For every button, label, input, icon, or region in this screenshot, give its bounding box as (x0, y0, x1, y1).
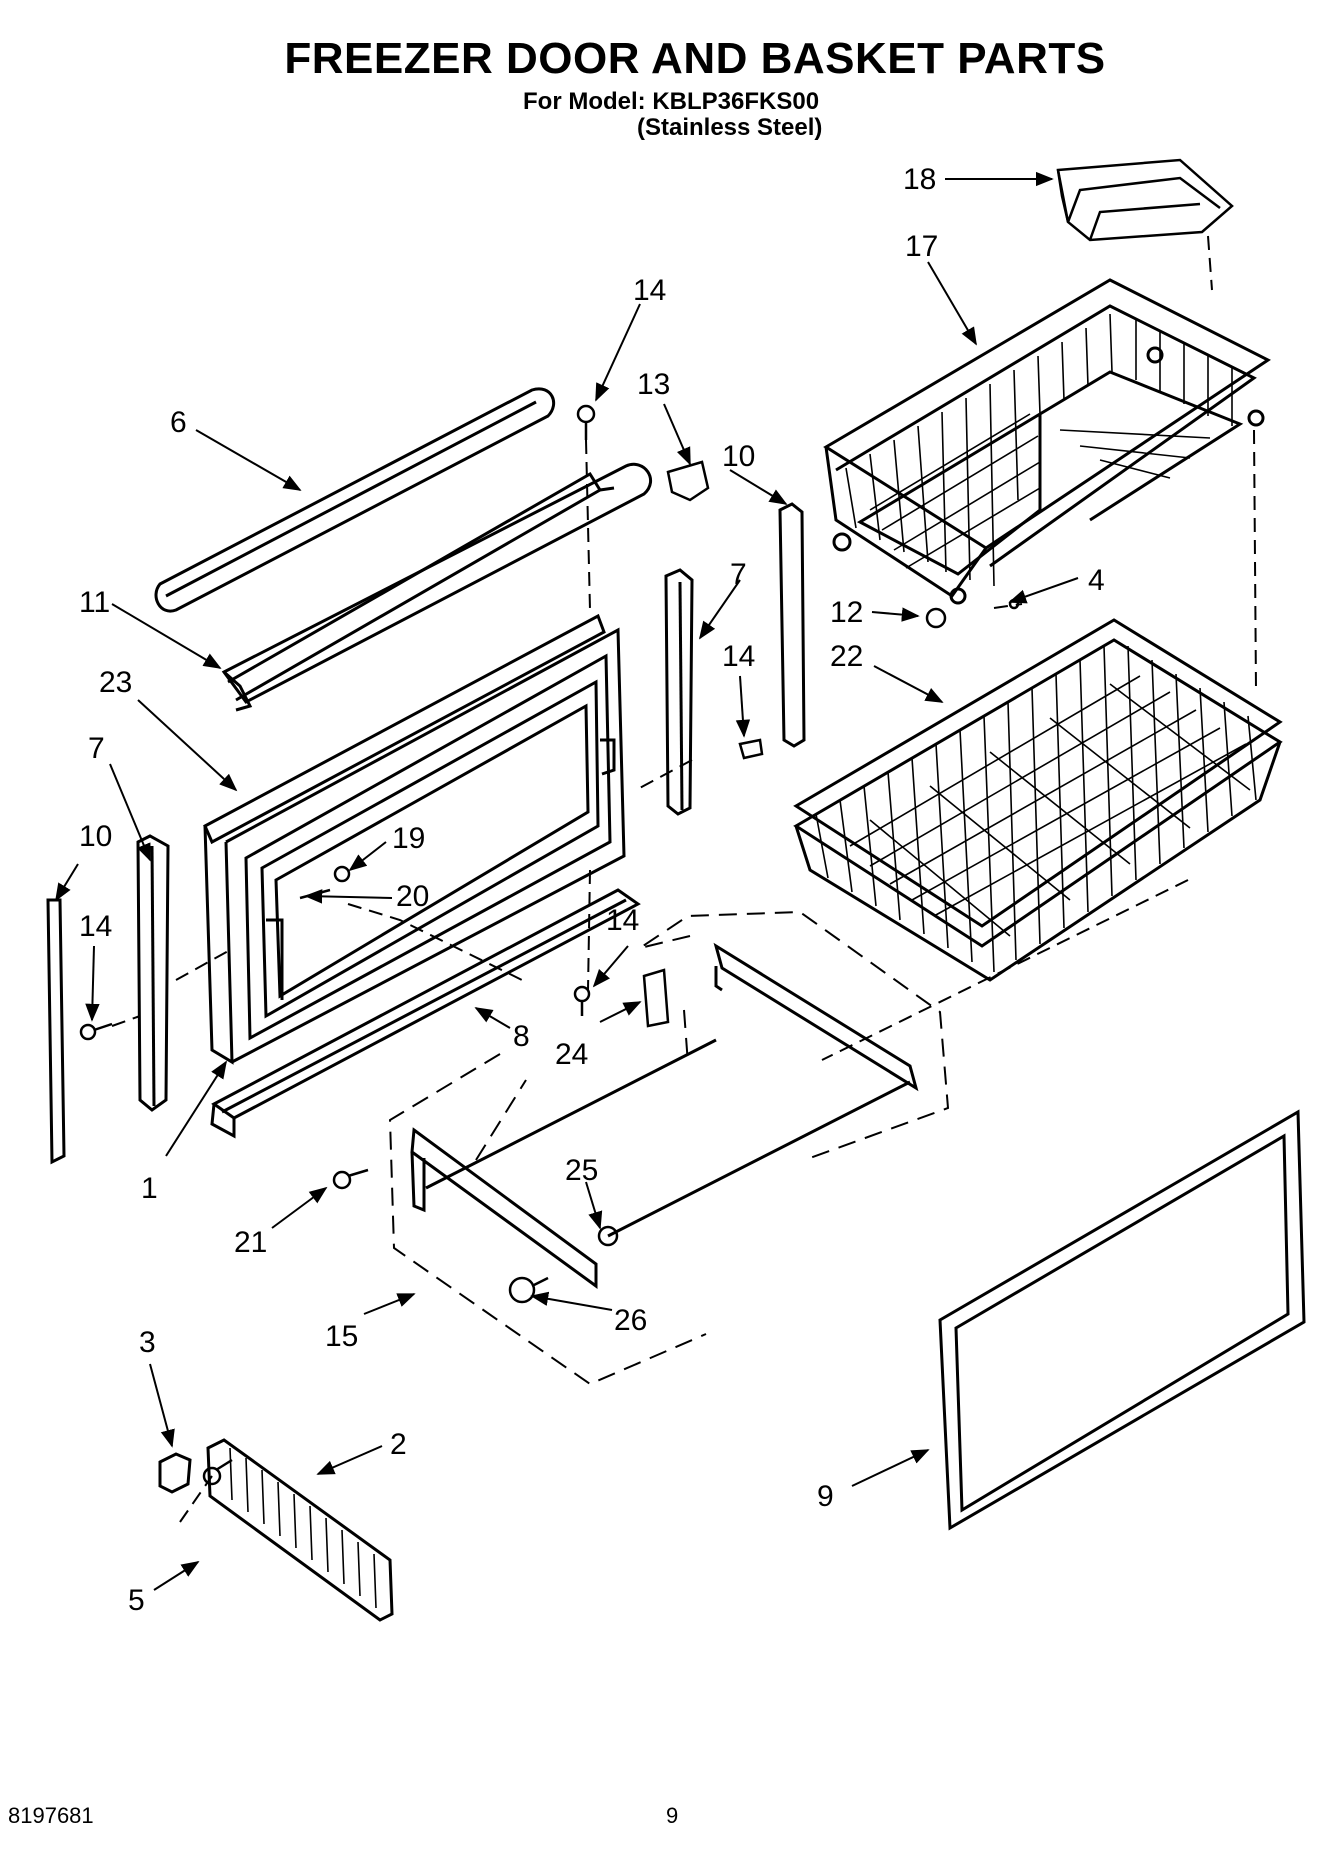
callout-18: 18 (903, 163, 936, 196)
callout-13: 13 (637, 368, 670, 401)
callout-7b: 7 (88, 732, 105, 765)
basket-divider-wires (229, 1447, 377, 1609)
callout-7a: 7 (730, 558, 747, 591)
callout-14a: 14 (633, 274, 666, 307)
callout-21: 21 (234, 1226, 267, 1259)
assembly-lines (111, 235, 1257, 1523)
door-assembly (203, 613, 626, 1065)
callout-14d: 14 (606, 904, 639, 937)
callout-1: 1 (141, 1172, 158, 1205)
callout-3: 3 (139, 1326, 156, 1359)
upper-basket-wires (845, 313, 1233, 587)
callout-10a: 10 (722, 440, 755, 473)
callout-14c: 14 (79, 910, 112, 943)
callout-2: 2 (390, 1428, 407, 1461)
finish-line: (Stainless Steel) (637, 114, 823, 141)
callout-8: 8 (513, 1020, 530, 1053)
callout-26: 26 (614, 1304, 647, 1337)
callout-12: 12 (830, 596, 863, 629)
basket-divider (158, 1438, 394, 1622)
lower-basket-wires (815, 645, 1257, 973)
callout-14b: 14 (722, 640, 755, 673)
upper-basket (823, 278, 1271, 605)
model-line: For Model: KBLP36FKS00 (523, 88, 820, 115)
callout-23: 23 (99, 666, 132, 699)
slide-rails (410, 942, 919, 1289)
leader-lines (55, 171, 1079, 1591)
door-bin (1056, 158, 1234, 242)
callout-25: 25 (565, 1154, 598, 1187)
page-number: 9 (666, 1803, 679, 1828)
part-number: 8197681 (8, 1803, 94, 1828)
door-trim-top (154, 387, 555, 613)
callout-10b: 10 (79, 820, 112, 853)
callout-15: 15 (325, 1320, 358, 1353)
callout-19: 19 (392, 822, 425, 855)
callout-20: 20 (396, 880, 429, 913)
callout-4: 4 (1088, 564, 1105, 597)
slide-rails-frame (388, 910, 950, 1386)
callout-11: 11 (79, 586, 110, 619)
door-trim-bottom (210, 888, 641, 1139)
door-gasket (938, 1109, 1306, 1531)
callout-17: 17 (905, 230, 938, 263)
page-title: FREEZER DOOR AND BASKET PARTS (284, 34, 1106, 83)
callout-6: 6 (170, 406, 187, 439)
callout-24: 24 (555, 1038, 588, 1071)
callout-5: 5 (128, 1584, 145, 1617)
callout-22: 22 (830, 640, 863, 673)
callout-9: 9 (817, 1480, 834, 1513)
side-trim-right (664, 502, 806, 816)
door-trim-front (221, 462, 652, 712)
callout-labels: 18 17 14 13 6 10 7 11 14 12 4 23 22 7 10… (79, 163, 1105, 1617)
